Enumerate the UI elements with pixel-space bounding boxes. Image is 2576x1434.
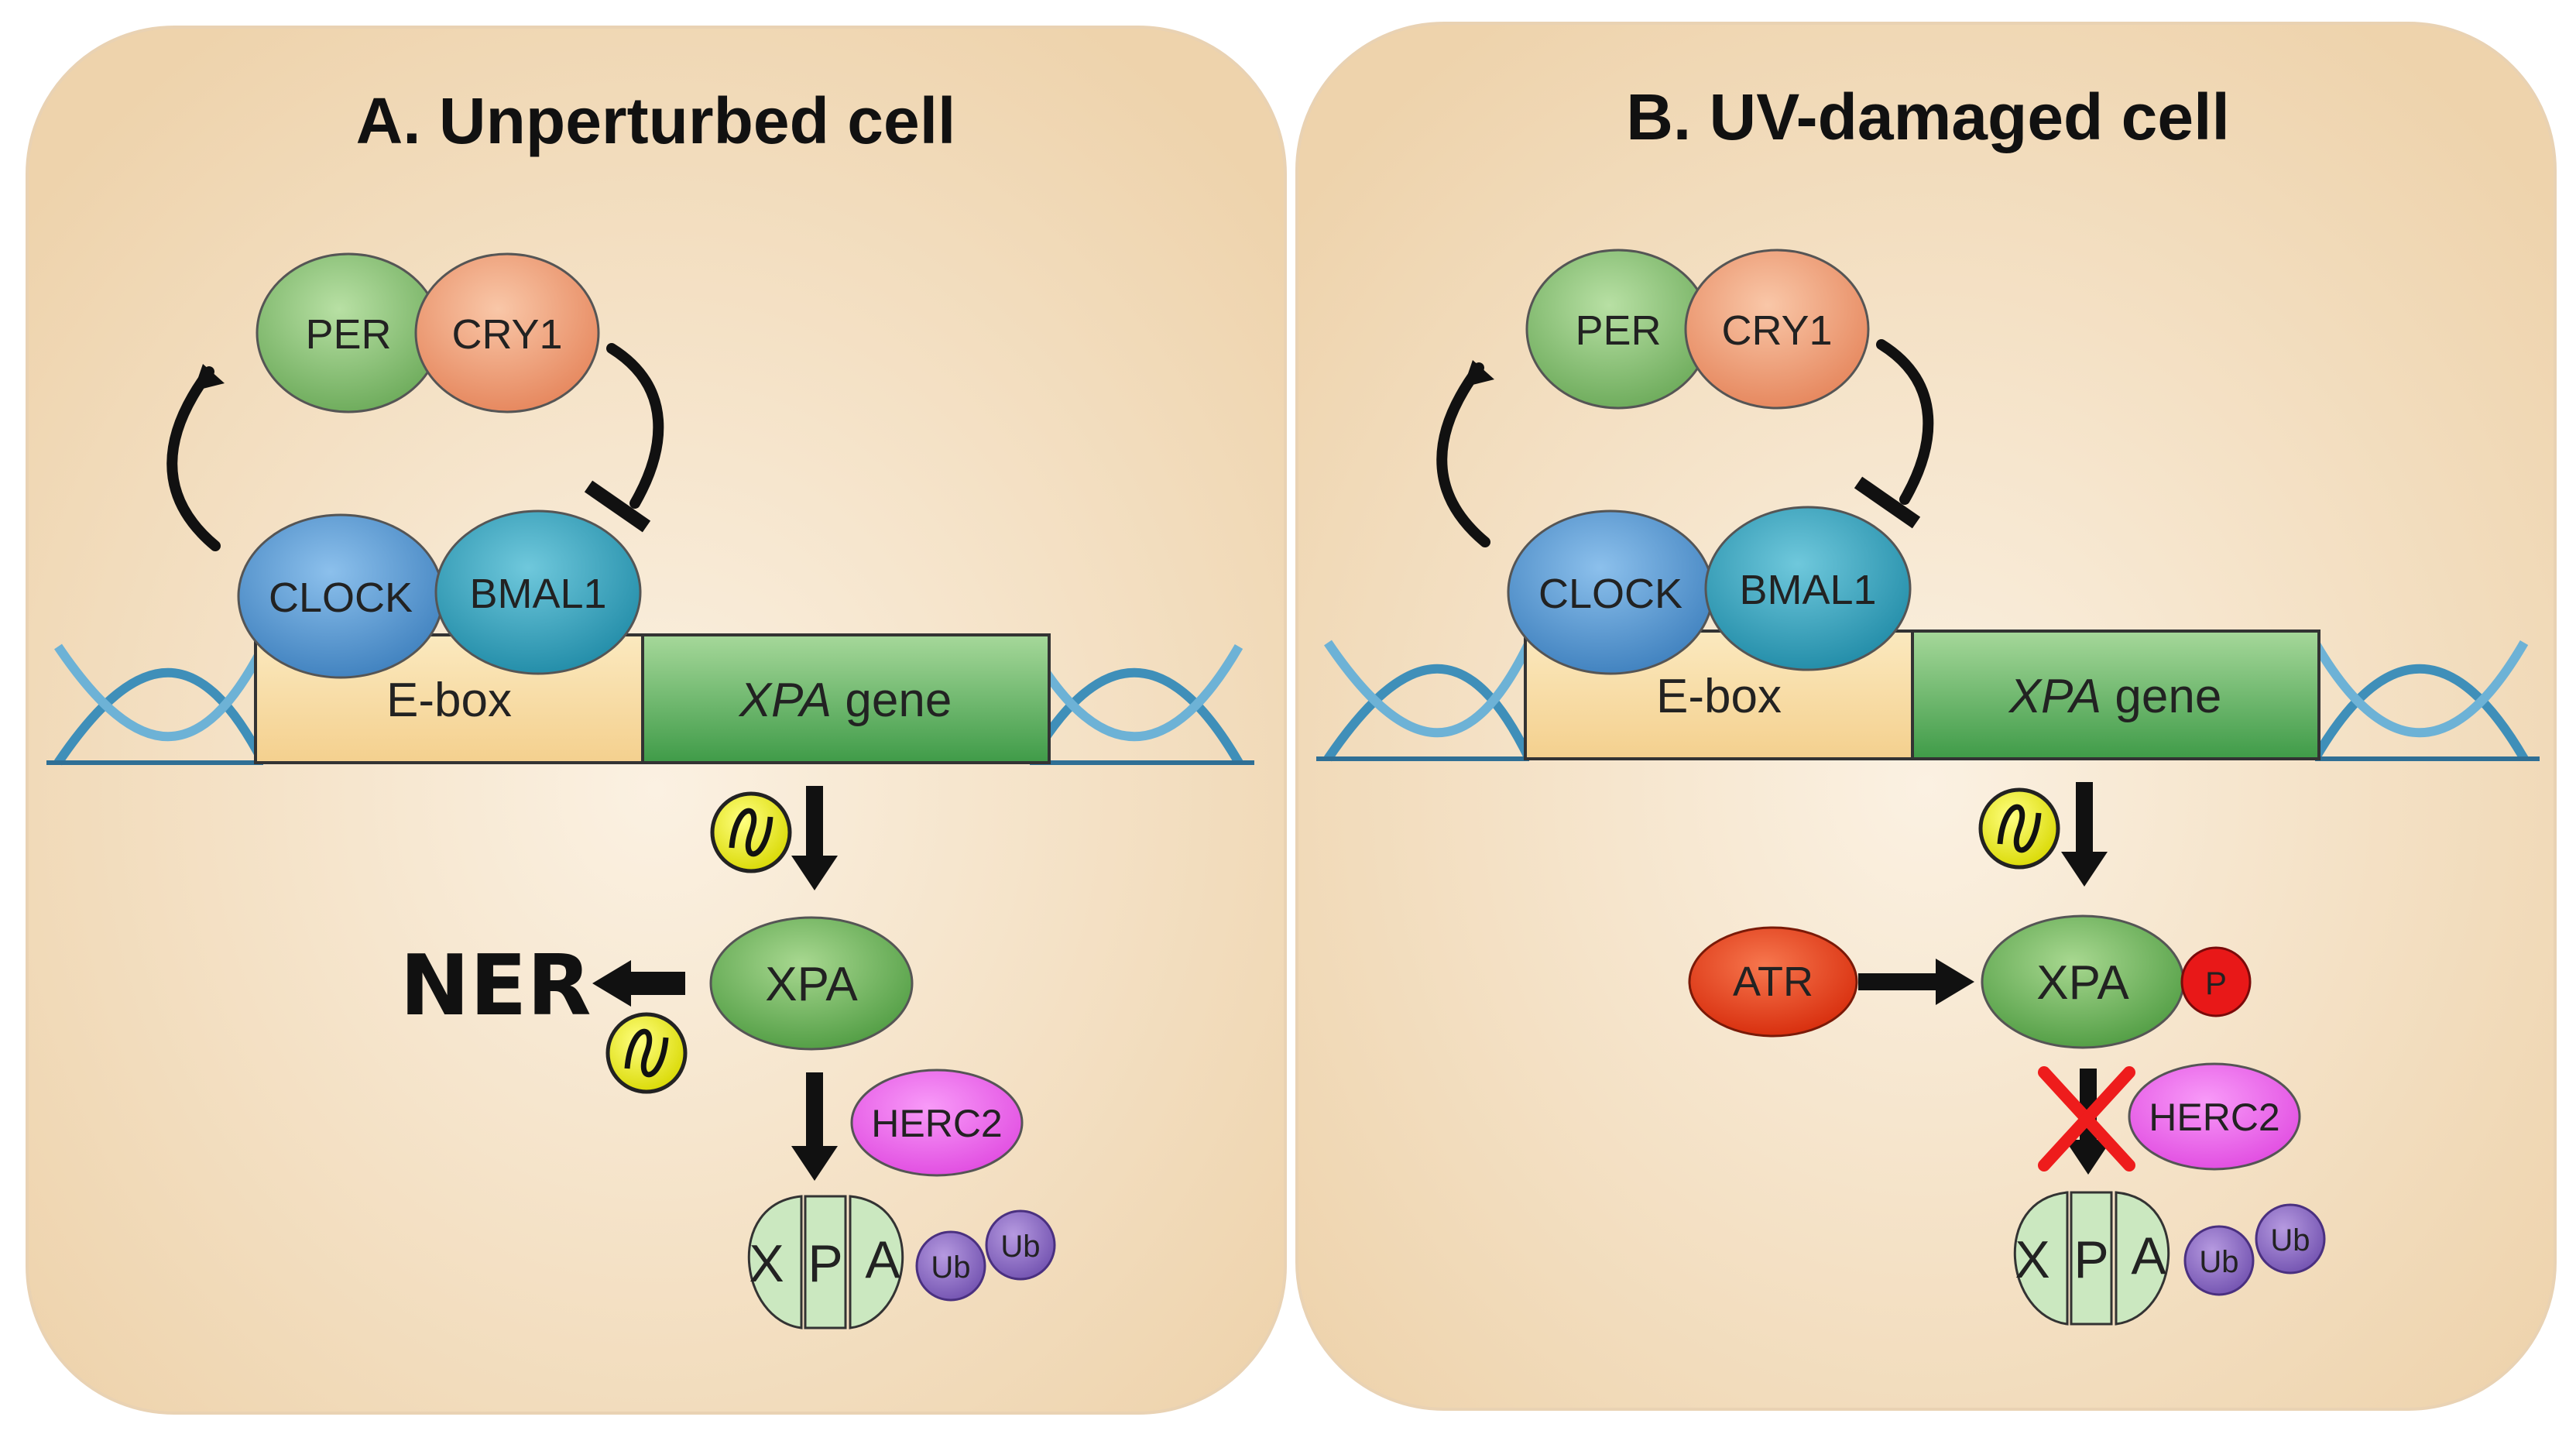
xpa-protein xyxy=(709,916,914,1051)
ebox-label: E-box xyxy=(386,674,512,727)
degradation-arrow-head xyxy=(2065,1140,2111,1175)
per-label: PER xyxy=(305,311,391,358)
atr-label: ATR xyxy=(1733,959,1813,1005)
herc2-label: HERC2 xyxy=(2149,1096,2279,1139)
degradation-arrow-head xyxy=(791,1146,838,1181)
clock-label: CLOCK xyxy=(269,575,413,621)
xpa-gene-label: XPA gene xyxy=(738,674,952,727)
cry1-label: CRY1 xyxy=(451,311,562,358)
atr-kinase xyxy=(1688,926,1858,1038)
dna-helix xyxy=(46,643,1254,766)
activation-arrow xyxy=(166,366,221,551)
circadian-clock-icon xyxy=(710,791,792,873)
fragment-a-label: A xyxy=(865,1230,900,1289)
ubiquitin xyxy=(985,1209,1056,1281)
degraded-xpa: X P A xyxy=(2013,1191,2170,1326)
circadian-clock-icon xyxy=(1978,787,2060,870)
cry1-protein xyxy=(414,252,600,413)
activation-arrow-head xyxy=(194,364,225,391)
transcription-arrow-head xyxy=(2061,852,2108,887)
per-label: PER xyxy=(1575,307,1661,354)
transcription-arrow-head xyxy=(791,856,838,890)
herc2-protein xyxy=(850,1069,1024,1177)
activation-arrow xyxy=(1436,362,1490,547)
ubiquitin-label: Ub xyxy=(931,1250,970,1285)
circadian-clock-icon xyxy=(605,1012,688,1094)
blocked-cross-icon xyxy=(2038,1066,2135,1172)
phosphate-label: P xyxy=(2205,965,2227,1001)
bmal1-protein xyxy=(434,509,642,675)
fragment-p-label: P xyxy=(808,1234,842,1293)
bmal1-label: BMAL1 xyxy=(1739,567,1876,613)
repression-bar xyxy=(1854,476,1921,529)
repression-arrow xyxy=(606,343,664,509)
panel-uv-damaged: B. UV-damaged cell E-box XPA gene PER CR… xyxy=(1295,22,2557,1411)
fragment-a-label: A xyxy=(2131,1226,2166,1285)
ubiquitin xyxy=(915,1230,986,1302)
degraded-xpa: X P A xyxy=(747,1195,904,1329)
xpa-gene-region xyxy=(1911,630,2320,760)
panel-title: B. UV-damaged cell xyxy=(1626,81,2230,153)
ner-arrow-head xyxy=(592,960,631,1007)
ubiquitin-label: Ub xyxy=(1000,1230,1040,1264)
fragment-x-label: X xyxy=(2015,1230,2049,1289)
xpa-protein-label: XPA xyxy=(765,958,858,1011)
herc2-label: HERC2 xyxy=(871,1102,1002,1145)
ubiquitin xyxy=(2255,1203,2326,1274)
bmal1-protein xyxy=(1704,506,1912,671)
cry1-label: CRY1 xyxy=(1721,307,1832,354)
panel-title: A. Unperturbed cell xyxy=(356,84,956,157)
clock-label: CLOCK xyxy=(1538,571,1682,617)
xpa-protein-label: XPA xyxy=(2036,956,2129,1010)
phosphate-group xyxy=(2180,946,2252,1017)
bmal1-label: BMAL1 xyxy=(469,571,606,617)
ubiquitin xyxy=(2183,1225,2255,1296)
ebox-label: E-box xyxy=(1656,670,1782,723)
fragment-x-label: X xyxy=(749,1234,784,1293)
dna-helix xyxy=(1316,640,2540,762)
xpa-gene-region xyxy=(641,633,1051,764)
cry1-protein xyxy=(1684,249,1870,410)
fragment-p-label: P xyxy=(2073,1230,2108,1289)
panel-unperturbed: A. Unperturbed cell E-box XPA gene PER C… xyxy=(26,26,1287,1415)
phosphorylation-arrow-head xyxy=(1936,959,1974,1005)
ubiquitin-label: Ub xyxy=(2199,1245,2238,1279)
ner-label: NER xyxy=(400,938,591,1034)
activation-arrow-head xyxy=(1463,360,1494,387)
repression-bar xyxy=(584,480,651,533)
xpa-gene-label: XPA gene xyxy=(2008,670,2222,723)
herc2-protein xyxy=(2128,1062,2301,1171)
ubiquitin-label: Ub xyxy=(2270,1223,2310,1257)
repression-arrow xyxy=(1876,339,1934,505)
